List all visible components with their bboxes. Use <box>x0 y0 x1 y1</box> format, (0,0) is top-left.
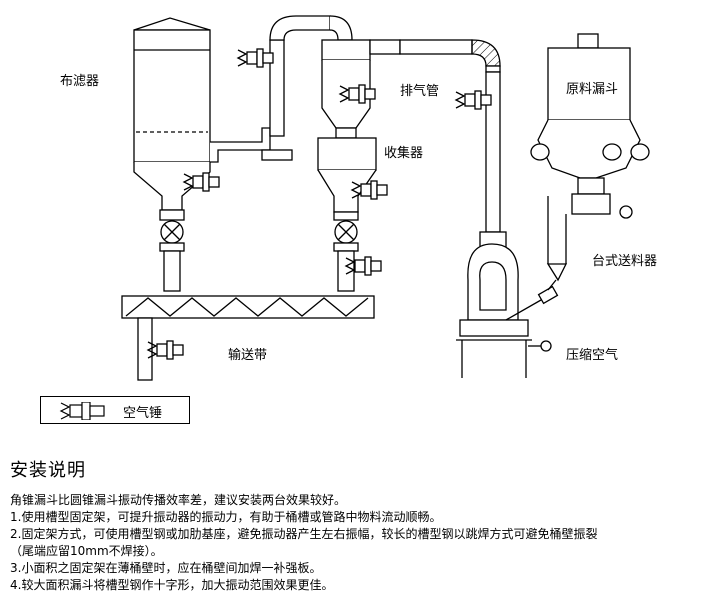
note-line: （尾端应留10mm不焊接）。 <box>10 544 163 558</box>
raw-hopper-unit <box>530 33 650 291</box>
conveyor-unit <box>121 295 375 381</box>
notes-title: 安装说明 <box>10 460 86 481</box>
label-bag-filter: 布滤器 <box>60 74 100 89</box>
legend-box: 空气锤 <box>40 396 190 424</box>
note-line: 4.较大面积漏斗将槽型钢作十字形，加大振动范围效果更佳。 <box>10 578 334 592</box>
installation-notes: 安装说明 角锥漏斗比圆锥漏斗振动传播效率差，建议安装两台效果较好。 1.使用槽型… <box>10 456 710 594</box>
note-line: 2.固定架方式，可使用槽型钢或加肋基座，避免振动器产生左右振幅，较长的槽型钢以跳… <box>10 527 598 541</box>
note-line: 角锥漏斗比圆锥漏斗振动传播效率差，建议安装两台效果较好。 <box>10 493 347 507</box>
legend-label: 空气锤 <box>123 406 163 421</box>
diagram-drawing <box>121 15 650 381</box>
label-compressed-air: 压缩空气 <box>566 348 619 363</box>
air-hammer-icon <box>237 48 274 68</box>
note-line: 1.使用槽型固定架，可提升振动器的振动力，有助于桶槽或管路中物料流动顺畅。 <box>10 510 442 524</box>
note-line: 3.小面积之固定架在薄桶壁时，应在桶壁间加焊一补强板。 <box>10 561 322 575</box>
elevator-unit <box>456 231 559 378</box>
label-collector: 收集器 <box>384 146 424 161</box>
system-diagram: 布滤器 排气管 收集器 原料漏斗 台式送料器 输送带 压缩空气 空气锤 <box>40 15 658 424</box>
exhaust-duct <box>210 15 353 163</box>
air-hammer-icon <box>59 402 105 420</box>
collector-unit <box>317 39 377 292</box>
label-raw-hopper: 原料漏斗 <box>566 82 619 97</box>
label-bench-feeder: 台式送料器 <box>592 254 658 269</box>
exhaust-pipe <box>369 39 501 233</box>
label-exhaust-pipe: 排气管 <box>400 84 440 99</box>
label-conveyor: 输送带 <box>228 348 268 363</box>
air-hammer-icon <box>147 340 184 360</box>
bag-filter-unit <box>133 17 211 292</box>
